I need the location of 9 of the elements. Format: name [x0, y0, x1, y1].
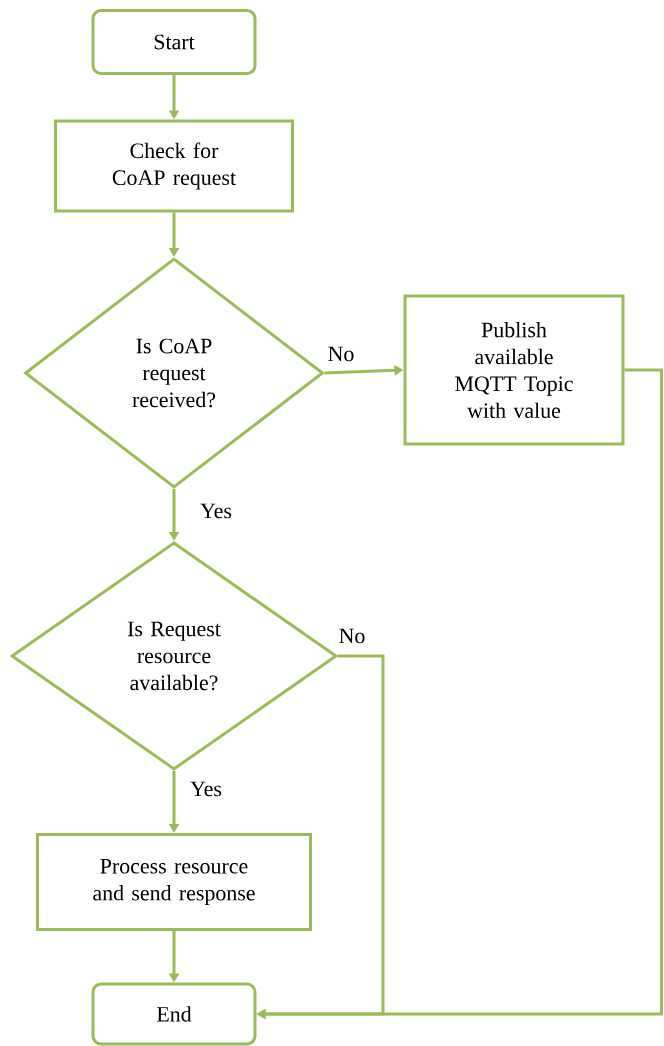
edge-label: Yes: [189, 780, 223, 798]
process-box: Publish available MQTT Topic with value: [403, 294, 625, 446]
edge-label: No: [326, 345, 356, 363]
edge-label: No: [337, 627, 367, 645]
process-box: Process resource and send response: [36, 833, 312, 931]
process-box: Check for CoAP request: [54, 119, 294, 213]
edge-label: Yes: [199, 502, 233, 520]
terminal-box: Start: [91, 9, 257, 75]
terminal-box: End: [91, 982, 257, 1046]
